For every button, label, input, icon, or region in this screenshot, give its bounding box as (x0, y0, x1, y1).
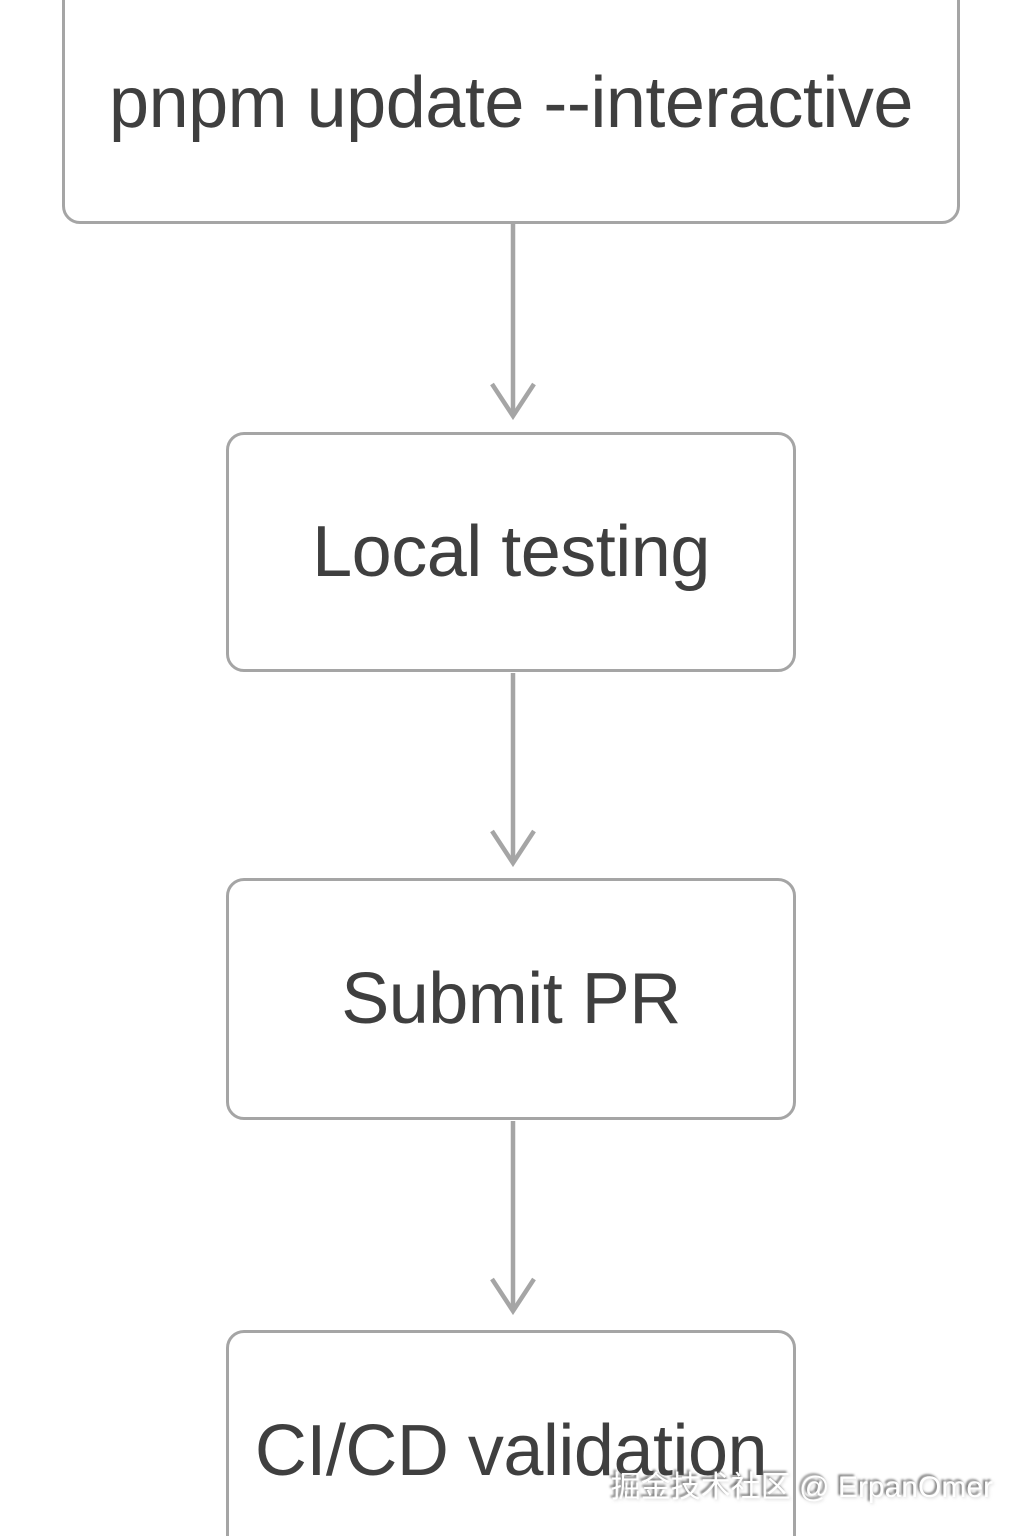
flow-node-label: Submit PR (341, 958, 681, 1039)
flow-node-label: CI/CD validation (254, 1410, 768, 1491)
flow-node-label: Local testing (312, 511, 710, 592)
arrow-down-icon (490, 224, 536, 420)
flow-node-local-testing: Local testing (226, 432, 796, 672)
arrow-down-icon (490, 1121, 536, 1315)
flow-node-label: pnpm update --interactive (109, 62, 913, 143)
flow-node-submit-pr: Submit PR (226, 878, 796, 1120)
flow-node-cicd-validation: CI/CD validation (226, 1330, 796, 1536)
arrow-down-icon (490, 673, 536, 867)
watermark: 掘金技术社区 @ ErpanOmer (610, 1471, 993, 1504)
flow-node-pnpm-update: pnpm update --interactive (62, 0, 960, 224)
